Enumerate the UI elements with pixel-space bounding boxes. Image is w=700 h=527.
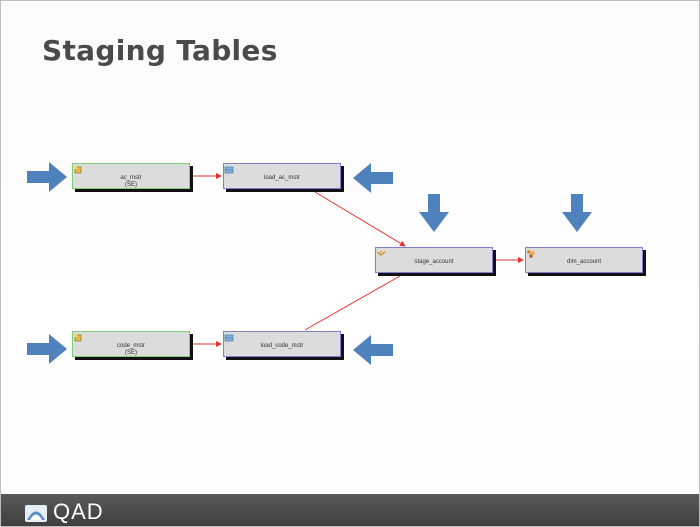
node-load-code-mstr[interactable]: load_code_mstr bbox=[223, 331, 341, 357]
node-stage-account[interactable]: stage_account bbox=[375, 247, 493, 273]
node-label: stage_account bbox=[414, 259, 454, 265]
node-label: load_code_mstr bbox=[260, 343, 304, 349]
node-label: dim_account bbox=[566, 259, 602, 265]
source-table-icon bbox=[74, 166, 82, 174]
node-code-mstr[interactable]: code_mstr (SE) bbox=[72, 331, 190, 357]
arrow-right-icon bbox=[27, 334, 67, 364]
node-ac-mstr[interactable]: ac_mstr (SE) bbox=[72, 163, 190, 189]
node-sublabel: (SE) bbox=[125, 182, 137, 188]
qad-logo-icon bbox=[25, 505, 47, 522]
arrow-left-icon bbox=[353, 163, 393, 193]
node-label: load_ac_mstr bbox=[263, 175, 301, 181]
node-label: code_mstr bbox=[116, 343, 145, 349]
slide-title: Staging Tables bbox=[42, 34, 278, 67]
footer-logo-text: QAD bbox=[53, 499, 104, 524]
arrow-left-icon bbox=[353, 335, 393, 365]
link-loadac-to-stage bbox=[314, 191, 406, 247]
node-label: ac_mstr bbox=[120, 175, 142, 181]
arrow-right-icon bbox=[27, 162, 67, 192]
node-dim-account[interactable]: dim_account bbox=[525, 247, 643, 273]
link-loadcode-to-stage bbox=[304, 275, 401, 331]
table-load-icon bbox=[224, 166, 234, 174]
footer-bar bbox=[1, 494, 699, 526]
table-load-icon bbox=[224, 334, 234, 342]
stage-transform-icon bbox=[376, 250, 386, 256]
node-sublabel: (SE) bbox=[125, 350, 137, 356]
arrow-down-icon bbox=[562, 194, 592, 232]
node-load-ac-mstr[interactable]: load_ac_mstr bbox=[223, 163, 341, 189]
dimension-icon bbox=[527, 250, 535, 258]
source-table-icon bbox=[74, 334, 82, 342]
arrow-down-icon bbox=[419, 194, 449, 232]
